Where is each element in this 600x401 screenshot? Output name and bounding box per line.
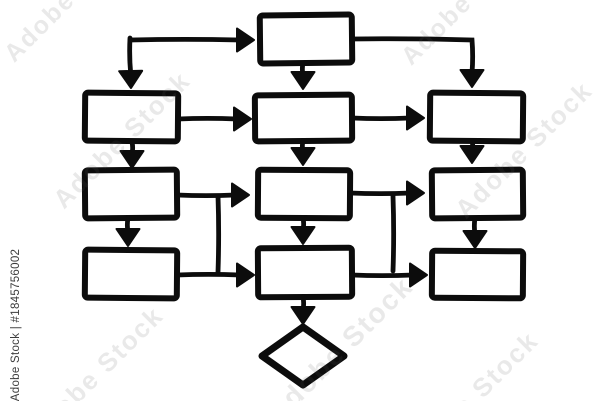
flowchart-box-row2-right	[426, 89, 527, 145]
flowchart-arrow-row3-arrow-left-to-row4-arrow-left	[215, 193, 222, 275]
flowchart-box-row3-right	[428, 166, 527, 222]
arrowhead-icon-junction-to-top	[236, 27, 255, 53]
flowchart-arrow-row3-center-to-row3-right	[347, 190, 413, 197]
arrowhead-icon-row2-right-to-row3-right	[459, 145, 485, 164]
flowchart-arrow-row3-left-to-row3-center	[174, 192, 238, 199]
flowchart-arrow-row4-left-to-row4-center	[174, 271, 243, 278]
arrowhead-icon-row4-left-to-row4-center	[236, 262, 255, 288]
arrowhead-icon-row3-right-to-row4-right	[462, 230, 488, 249]
flowchart-arrow-row2-left-to-row2-center	[175, 115, 240, 122]
arrowhead-icon-row2-center-to-row3-center	[290, 147, 316, 166]
decision-diamond	[258, 323, 348, 389]
flowchart-box-top	[256, 11, 356, 67]
flowchart-box-row3-left	[81, 166, 181, 222]
arrowhead-icon-junction-to-row2-left	[118, 69, 144, 89]
flowchart-arrow-row3-arrow-center-to-row4-arrow-center	[390, 193, 397, 274]
flowchart-arrow-junction-to-row2-left	[127, 35, 134, 77]
flowchart-arrow-top-to-row2-right	[349, 36, 476, 76]
flowchart-box-row3-center	[254, 166, 354, 222]
arrowhead-icon-row2-center-to-row2-right	[406, 105, 425, 131]
watermark-attribution: Adobe Stock | #1845756002	[10, 248, 22, 401]
flowchart-box-row2-center	[251, 91, 356, 145]
arrowhead-icon-row2-left-to-row3-left	[119, 150, 145, 169]
flowchart-box-row4-left	[81, 246, 181, 302]
arrowhead-icon-row4-center-to-row4-right	[409, 262, 428, 288]
flowchart-arrow-junction-to-top	[127, 36, 243, 43]
flowchart-box-row2-left	[81, 89, 182, 145]
arrowhead-icon-row4-center-to-decision	[290, 306, 316, 325]
arrowhead-icon-top-to-row2-center	[290, 71, 316, 90]
flowchart-box-row4-center	[254, 244, 356, 301]
flowchart-arrow-row4-center-to-row4-right	[349, 272, 416, 279]
arrowhead-icon-top-to-row2-right	[459, 69, 485, 88]
arrowhead-icon-row3-left-to-row4-left	[115, 228, 141, 247]
arrowhead-icon-row3-center-to-row3-right	[406, 180, 425, 206]
arrowhead-icon-row2-left-to-row2-center	[233, 106, 252, 132]
flowchart-arrow-row2-center-to-row2-right	[349, 115, 413, 122]
arrowhead-icon-row3-center-to-row4-center	[290, 226, 316, 245]
flowchart-box-row4-right	[428, 247, 527, 302]
arrowhead-icon-row3-left-to-row3-center	[231, 182, 250, 208]
